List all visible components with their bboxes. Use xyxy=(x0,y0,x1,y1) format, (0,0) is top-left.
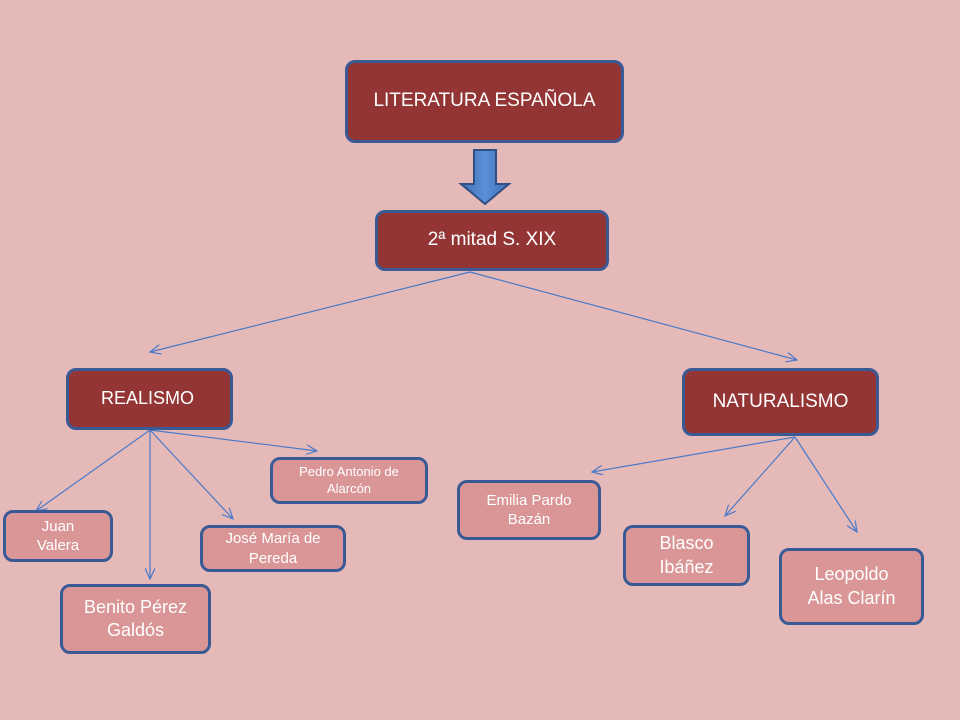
node-blasco-ibanez: Blasco Ibáñez xyxy=(623,525,750,586)
node-segunda-mitad-siglo-xix: 2ª mitad S. XIX xyxy=(375,210,609,271)
node-jose-maria-de-pereda: José María de Pereda xyxy=(200,525,346,572)
node-juan-valera: Juan Valera xyxy=(3,510,113,562)
node-benito-perez-galdos: Benito Pérez Galdós xyxy=(60,584,211,654)
edge-naturalismo-leopoldo xyxy=(794,436,857,532)
edge-naturalismo-emilia xyxy=(592,436,796,472)
node-naturalismo: NATURALISMO xyxy=(682,368,879,436)
edge-naturalismo-blasco xyxy=(725,436,796,516)
edge-realismo-juan xyxy=(36,429,151,511)
node-leopoldo-alas-clarin: Leopoldo Alas Clarín xyxy=(779,548,924,625)
edge-mitad-naturalismo xyxy=(469,271,797,360)
edge-realismo-pedro xyxy=(149,429,317,451)
node-emilia-pardo-bazan: Emilia Pardo Bazán xyxy=(457,480,601,540)
node-realismo: REALISMO xyxy=(66,368,233,430)
node-literatura-espanola: LITERATURA ESPAÑOLA xyxy=(345,60,624,143)
edge-realismo-jose xyxy=(149,429,233,519)
block-arrow-down xyxy=(458,149,512,206)
edge-mitad-realismo xyxy=(150,271,471,352)
node-pedro-antonio-de-alarcon: Pedro Antonio de Alarcón xyxy=(270,457,428,504)
